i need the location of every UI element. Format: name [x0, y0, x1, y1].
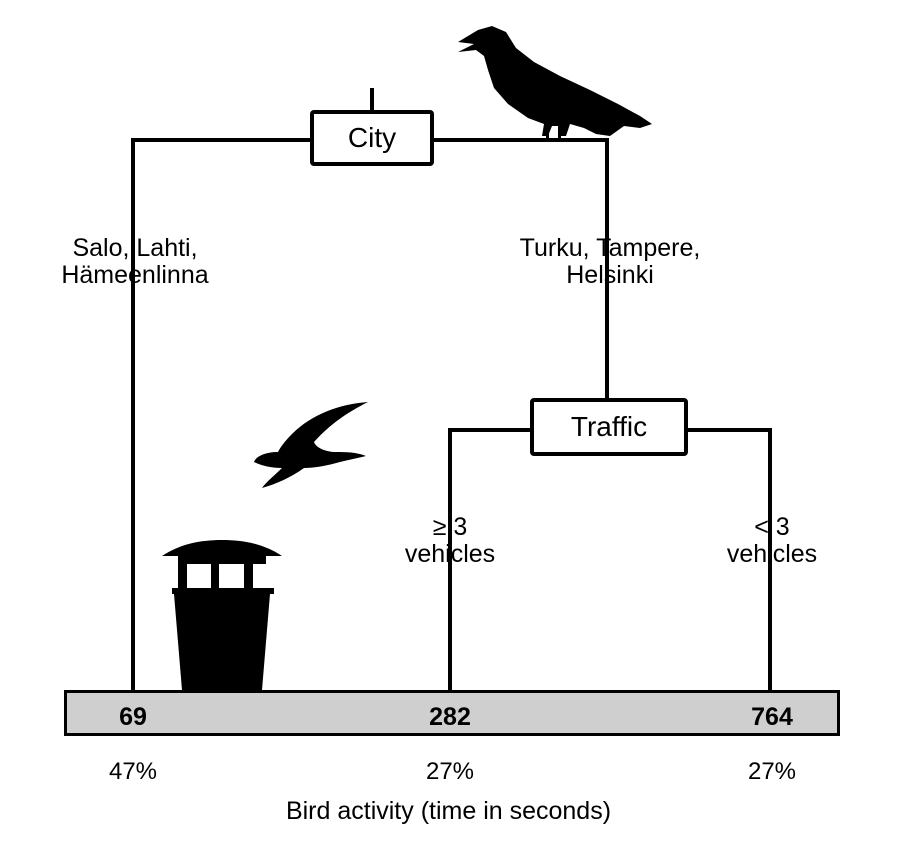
- leaf-value-1: 69: [119, 703, 147, 731]
- traffic-low-label-line-1: < 3: [754, 513, 790, 541]
- diagram-caption: Bird activity (time in seconds): [285, 797, 612, 825]
- right-branch-label-line-2: Helsinki: [566, 261, 654, 289]
- traffic-node-label: Traffic: [570, 411, 648, 442]
- left-branch-label-line-1: Salo, Lahti,: [72, 234, 198, 262]
- city-node-label: City: [347, 122, 397, 153]
- trash-bin-icon: [162, 540, 282, 690]
- traffic-high-label-line-1: ≥ 3: [432, 513, 468, 541]
- right-branch-line: [432, 138, 609, 400]
- left-branch-label-line-2: Hämeenlinna: [61, 261, 209, 289]
- right-branch-label: Turku, Tampere, Helsinki: [500, 235, 720, 289]
- traffic-low-label-line-2: vehicles: [726, 540, 818, 568]
- city-node: City: [310, 110, 434, 166]
- leaf-percent-2: 27%: [425, 758, 475, 785]
- leaf-value-3: 764: [751, 703, 793, 731]
- left-branch-label: Salo, Lahti, Hämeenlinna: [40, 235, 230, 289]
- traffic-node: Traffic: [530, 398, 688, 456]
- crow-silhouette-icon: [458, 26, 652, 138]
- traffic-high-label-line-2: vehicles: [404, 540, 496, 568]
- leaf-percent-3: 27%: [747, 758, 797, 785]
- traffic-right-line: [686, 428, 772, 692]
- right-branch-label-line-1: Turku, Tampere,: [519, 234, 701, 262]
- traffic-high-label: ≥ 3 vehicles: [390, 514, 510, 568]
- traffic-low-label: < 3 vehicles: [712, 514, 832, 568]
- tree-edges: [131, 88, 772, 692]
- leaf-value-2: 282: [429, 703, 471, 731]
- leaf-percent-1: 47%: [108, 758, 158, 785]
- left-branch-line: [131, 138, 312, 692]
- traffic-left-line: [448, 428, 532, 692]
- leaf-bar: [64, 690, 840, 736]
- gull-silhouette-icon: [254, 402, 368, 488]
